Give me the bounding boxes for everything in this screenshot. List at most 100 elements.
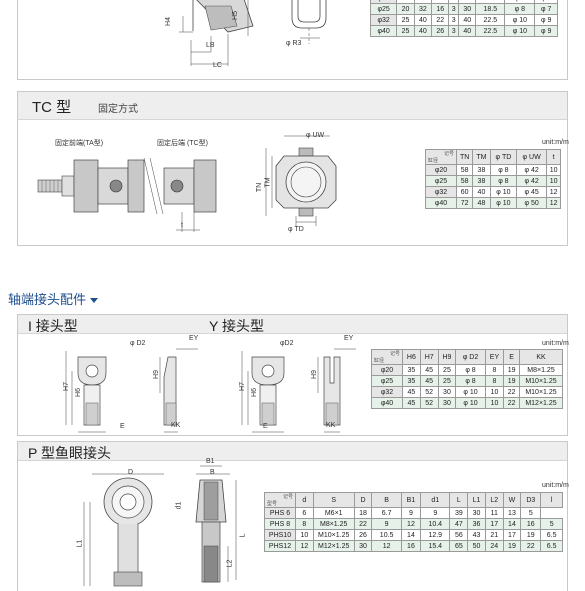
p-eye-side-drawing	[195, 465, 237, 583]
table-cell: 26	[353, 529, 373, 541]
tc-corner-header: 记号 缸径	[425, 149, 457, 165]
table-cell: 10.5	[371, 529, 402, 541]
p-dim-l1: L1	[76, 539, 84, 548]
table-cell: 25	[437, 375, 457, 387]
table-cell: M8×1.25	[519, 364, 563, 376]
table-cell: 22	[503, 397, 520, 409]
table-cell: 8	[484, 375, 505, 387]
table-cell: 22	[431, 14, 450, 26]
table-cell: 35	[402, 364, 421, 376]
table-cell: φ 8	[504, 3, 536, 15]
table-cell: φ 8	[455, 364, 486, 376]
table-cell: M12×1.25	[312, 540, 355, 552]
table-cell: φ 45	[516, 186, 548, 198]
y-dim-d2: φD2	[280, 340, 294, 347]
table-cell: φ 9	[534, 25, 558, 37]
p-panel: P 型鱼眼接头 D L1 B1 B d1 L L2 unit:m/m 记号 型号	[17, 441, 569, 591]
y-dim-kk: KK	[326, 422, 336, 429]
table-cell: 3	[448, 25, 460, 37]
table-cell: M10×1.25	[312, 529, 355, 541]
dim-t-side: t	[181, 222, 183, 229]
p-eye-front-drawing	[83, 473, 164, 587]
p-dim-l2: L2	[226, 559, 234, 568]
table-cell: 40	[413, 25, 433, 37]
table-cell: 58	[455, 175, 474, 187]
table-cell: 48	[472, 197, 491, 209]
table-cell: 40	[413, 14, 433, 26]
table-cell: 18.5	[475, 3, 506, 15]
p-dim-d1: d1	[175, 501, 183, 510]
row-header-cell: PHS10	[264, 529, 296, 541]
table-cell: 10	[484, 397, 505, 409]
i-dim-h6: H6	[74, 388, 82, 397]
top-spec-table: φ2020321633018.5φ 8φ 7φ2520321633018.5φ …	[369, 0, 558, 37]
table-cell: φ 10	[504, 25, 536, 37]
table-cell: M6×1	[312, 507, 355, 519]
table-cell: 65	[449, 540, 469, 552]
section-heading-rod-end[interactable]: 轴端接头配件	[8, 289, 99, 308]
table-cell: 19	[503, 375, 520, 387]
top-clevis-drawing	[291, 0, 327, 44]
table-cell: 45	[402, 397, 421, 409]
table-cell: 60	[455, 186, 474, 198]
table-cell: 72	[455, 197, 474, 209]
table-cell: 25	[396, 14, 415, 26]
y-dim-h6: H6	[250, 388, 258, 397]
table-cell: 19	[503, 364, 520, 376]
table-cell: 10	[484, 386, 505, 398]
table-cell: 12	[295, 540, 314, 552]
y-dim-h7: H7	[238, 382, 246, 391]
table-cell: 43	[467, 529, 486, 541]
table-cell: 16	[400, 540, 422, 552]
table-cell: 45	[419, 375, 439, 387]
table-cell: 52	[419, 386, 439, 398]
row-header-cell: φ40	[371, 397, 403, 409]
rear-mount-label: 固定后端 (TC型)	[157, 140, 208, 147]
table-cell: 52	[419, 397, 439, 409]
table-cell: 45	[402, 386, 421, 398]
table-cell: φ 9	[534, 14, 558, 26]
p-title: P 型鱼眼接头	[28, 445, 111, 461]
table-cell: 35	[402, 375, 421, 387]
p-unit: unit:m/m	[542, 482, 569, 489]
i-dim-kk: KK	[171, 422, 181, 429]
p-dim-d: D	[128, 469, 134, 476]
p-dim-b1: B1	[206, 458, 215, 465]
row-header-cell: φ25	[369, 3, 398, 15]
row-header-cell: φ32	[369, 14, 398, 26]
iy-corner-header: 记号 缸径	[371, 349, 403, 365]
table-cell: 16	[431, 3, 450, 15]
row-header-cell: φ20	[425, 164, 457, 176]
table-cell: 19	[520, 529, 542, 541]
table-cell: 22	[353, 518, 373, 530]
table-cell: M8×1.25	[312, 518, 355, 530]
table-cell: 12	[371, 540, 402, 552]
row-header-cell: PHS12	[264, 540, 296, 552]
table-cell: 8	[484, 364, 505, 376]
table-cell: 12	[400, 518, 422, 530]
table-cell: 40	[458, 25, 477, 37]
dim-tn: TN	[256, 182, 264, 193]
table-cell: 30	[437, 397, 457, 409]
table-cell: 13	[502, 507, 522, 519]
table-cell: 12	[546, 197, 561, 209]
y-joint-title: Y 接头型	[209, 318, 264, 334]
top-cylinder-drawing	[179, 0, 254, 66]
table-cell: 19	[502, 540, 522, 552]
tc-subtitle: 固定方式	[98, 104, 138, 115]
table-cell: 26	[431, 25, 450, 37]
table-cell: 14	[502, 518, 522, 530]
table-cell: 10	[546, 164, 561, 176]
table-cell: 6	[295, 507, 314, 519]
